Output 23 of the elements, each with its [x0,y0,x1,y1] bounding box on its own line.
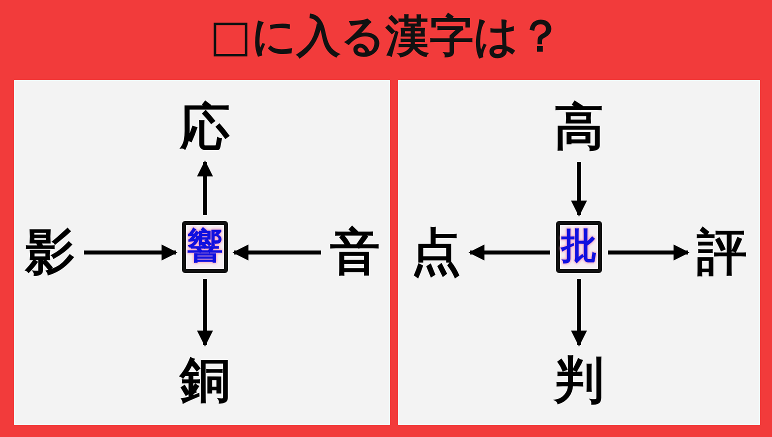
kanji: 音 [330,223,380,281]
answer-box [556,221,602,273]
arrow [571,162,587,217]
kanji: 評 [697,223,747,281]
arrow [232,244,321,260]
kanji: 批 [561,227,597,267]
arrow [197,279,213,347]
title: □に入る漢字は？ [210,11,562,62]
kanji: 響 [187,227,223,267]
kanji: 判 [554,351,604,409]
kanji: 銅 [180,351,230,409]
arrow [197,160,213,215]
arrow [608,244,690,260]
panel-background [14,80,390,425]
kanji: 影 [25,223,75,281]
arrow [468,244,550,260]
arrow [571,279,587,347]
kanji: 点 [411,223,461,281]
kanji: 高 [554,98,604,156]
answer-box [182,221,228,273]
arrow [84,244,178,260]
kanji: 応 [180,98,230,156]
panel-background [398,80,760,425]
